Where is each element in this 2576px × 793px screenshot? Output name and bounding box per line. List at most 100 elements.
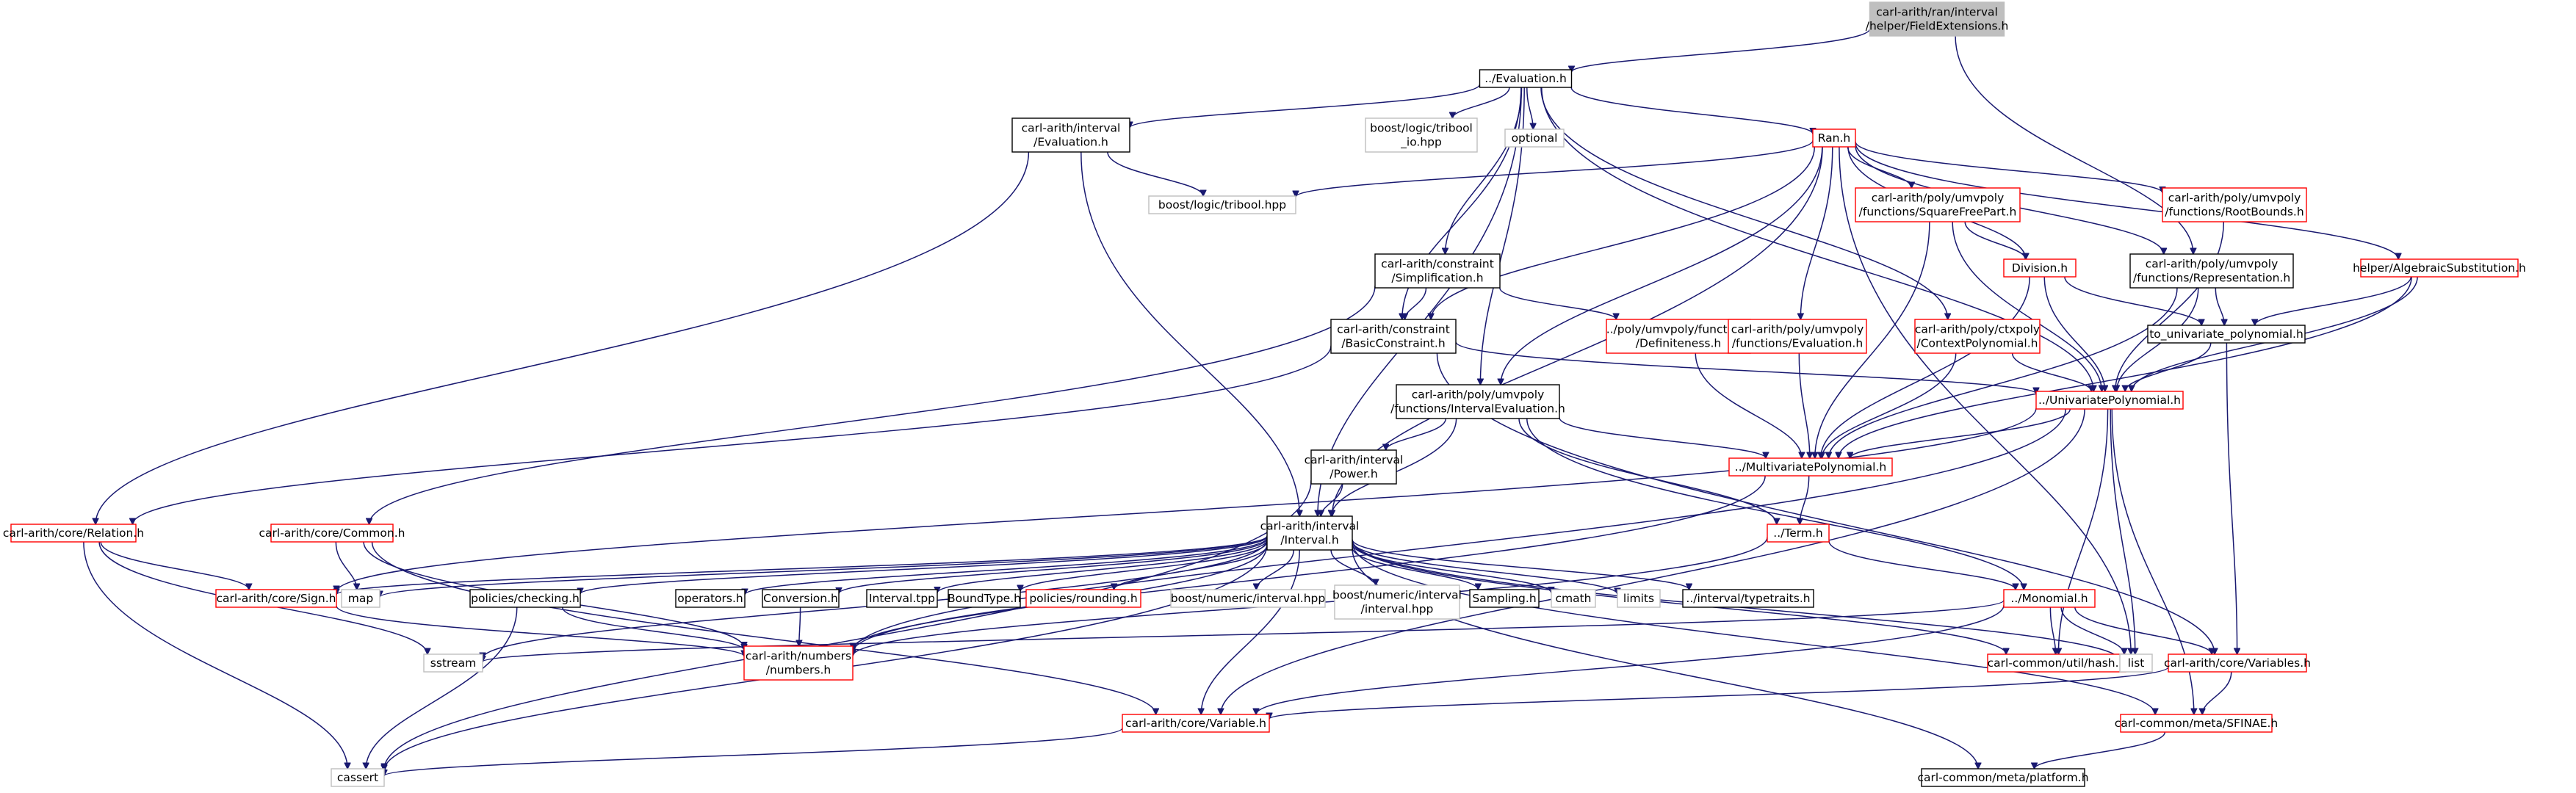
- edge-interval_evaluation-to-interval: [1080, 151, 1299, 516]
- node-box: [1479, 69, 1573, 88]
- node-label: boost/logic/tribool: [1370, 122, 1473, 135]
- node-map: map: [341, 589, 380, 608]
- node-algebraic-subst[interactable]: helper/AlgebraicSubstitution.h: [2353, 258, 2526, 278]
- node-to-univariate[interactable]: to_univariate_polynomial.h: [2147, 325, 2306, 344]
- edge-checking-to-numbers: [561, 606, 744, 651]
- node-common[interactable]: carl-arith/core/Common.h: [259, 524, 405, 543]
- node-sampling[interactable]: Sampling.h: [1469, 589, 1540, 608]
- node-univariate[interactable]: ../UnivariatePolynomial.h: [2035, 391, 2184, 410]
- node-division[interactable]: Division.h: [2003, 258, 2077, 278]
- node-label: ../interval/typetraits.h: [1686, 592, 1810, 605]
- node-label: ../Evaluation.h: [1484, 72, 1567, 85]
- node-ran[interactable]: Ran.h: [1812, 128, 1856, 148]
- edge-ran-to-poly_evaluation: [1800, 146, 1833, 319]
- node-interval-tpp[interactable]: Interval.tpp: [866, 589, 938, 608]
- node-term[interactable]: ../Term.h: [1767, 524, 1830, 543]
- node-label: cassert: [337, 771, 378, 784]
- node-box: [866, 589, 938, 608]
- node-box: [1921, 768, 2085, 787]
- node-label: carl-arith/core/Variable.h: [1125, 717, 1266, 730]
- node-label: Interval.tpp: [869, 592, 935, 605]
- edge-univariate-to-sfinae: [2111, 408, 2194, 714]
- node-box: [423, 653, 483, 673]
- node-label: /numbers.h: [766, 664, 831, 677]
- node-box: [1682, 589, 1814, 608]
- node-interval-evaluation[interactable]: carl-arith/interval/Evaluation.h: [1011, 117, 1130, 153]
- node-label: carl-arith/constraint: [1381, 258, 1494, 271]
- node-label: operators.h: [677, 592, 743, 605]
- node-variables[interactable]: carl-arith/core/Variables.h: [2164, 653, 2311, 673]
- node-label: /functions/Representation.h: [2133, 272, 2290, 285]
- node-power[interactable]: carl-arith/interval/Power.h: [1305, 449, 1404, 485]
- node-representation[interactable]: carl-arith/poly/umvpoly/functions/Repres…: [2129, 253, 2294, 289]
- node-monomial[interactable]: ../Monomial.h: [2003, 589, 2096, 608]
- edge-to_univariate-to-univariate: [2125, 342, 2212, 391]
- edge-basic_constraint-to-relation: [133, 345, 1332, 524]
- edge-relation-to-sign: [100, 541, 249, 590]
- edge-algebraic_subst-to-to_univariate: [2255, 276, 2412, 325]
- node-boost-interval: boost/numeric/interval.hpp: [1170, 589, 1326, 608]
- node-label: carl-common/meta/platform.h: [1917, 771, 2088, 784]
- node-multivariate[interactable]: ../MultivariatePolynomial.h: [1728, 457, 1893, 477]
- node-checking[interactable]: policies/checking.h: [469, 589, 581, 608]
- node-box: [1728, 457, 1893, 477]
- node-rounding[interactable]: policies/rounding.h: [1025, 589, 1141, 608]
- node-cmath: cmath: [1551, 589, 1596, 608]
- node-label: carl-arith/constraint: [1337, 323, 1450, 336]
- node-sign[interactable]: carl-arith/core/Sign.h: [215, 589, 337, 608]
- node-poly-evaluation[interactable]: carl-arith/poly/umvpoly/functions/Evalua…: [1728, 319, 1867, 354]
- edge-evaluation-to-ran: [1570, 87, 1813, 134]
- node-cassert: cassert: [331, 768, 385, 787]
- node-square-free[interactable]: carl-arith/poly/umvpoly/functions/Square…: [1855, 187, 2021, 222]
- node-box: [1122, 714, 1270, 733]
- edge-ran-to-root_bounds: [1855, 141, 2162, 194]
- node-label: /interval.hpp: [1361, 603, 1434, 616]
- node-operators[interactable]: operators.h: [675, 589, 746, 608]
- node-label: _io.hpp: [1400, 136, 1442, 150]
- edge-term-to-monomial: [1828, 540, 2016, 590]
- node-platform[interactable]: carl-common/meta/platform.h: [1917, 768, 2089, 787]
- node-basic-constraint[interactable]: carl-arith/constraint/BasicConstraint.h: [1330, 319, 1457, 354]
- node-box: [1767, 524, 1830, 543]
- node-boundtype[interactable]: BoundType.h: [948, 589, 1021, 608]
- node-relation[interactable]: carl-arith/core/Relation.h: [3, 524, 144, 543]
- node-boost-interval-interval: boost/numeric/interval/interval.hpp: [1332, 584, 1462, 620]
- edge-checking-to-cassert: [366, 606, 518, 769]
- node-label: policies/rounding.h: [1029, 592, 1137, 605]
- node-numbers[interactable]: carl-arith/numbers/numbers.h: [743, 645, 854, 681]
- edge-ran-to-tribool: [1296, 140, 1814, 198]
- node-tribool-io: boost/logic/tribool_io.hpp: [1365, 117, 1478, 153]
- edge-square_free-to-multivariate: [1815, 221, 1930, 458]
- node-simplification[interactable]: carl-arith/constraint/Simplification.h: [1374, 253, 1501, 289]
- node-typetraits[interactable]: ../interval/typetraits.h: [1682, 589, 1814, 608]
- node-evaluation[interactable]: ../Evaluation.h: [1479, 69, 1573, 88]
- node-label: carl-common/meta/SFINAE.h: [2115, 717, 2279, 730]
- node-conversion[interactable]: Conversion.h: [762, 589, 840, 608]
- node-interval-eval-fn[interactable]: carl-arith/poly/umvpoly/functions/Interv…: [1390, 384, 1565, 419]
- edge-interval-to-interval_tpp: [937, 540, 1268, 593]
- node-box: [743, 645, 854, 681]
- node-label: /helper/FieldExtensions.h: [1866, 20, 2009, 33]
- node-sfinae[interactable]: carl-common/meta/SFINAE.h: [2115, 714, 2279, 733]
- node-label: BoundType.h: [948, 592, 1021, 605]
- node-box: [1914, 319, 2041, 354]
- node-box: [1365, 117, 1478, 153]
- edge-representation-to-univariate: [2117, 287, 2199, 391]
- node-label: /Power.h: [1330, 468, 1377, 481]
- node-box: [270, 524, 394, 543]
- node-interval[interactable]: carl-arith/interval/Interval.h: [1260, 515, 1360, 551]
- node-box: [1170, 589, 1326, 608]
- node-variable[interactable]: carl-arith/core/Variable.h: [1122, 714, 1270, 733]
- edge-evaluation-to-optional: [1526, 87, 1533, 129]
- edge-algebraic_subst-to-multivariate: [1839, 276, 2412, 458]
- node-root-bounds[interactable]: carl-arith/poly/umvpoly/functions/RootBo…: [2162, 187, 2307, 222]
- node-box: [215, 589, 337, 608]
- node-root[interactable]: carl-arith/ran/interval/helper/FieldExte…: [1866, 1, 2009, 37]
- node-definiteness[interactable]: ../poly/umvpoly/functions/Definiteness.h: [1606, 319, 1751, 354]
- edge-interval_evaluation-to-relation: [95, 151, 1030, 524]
- node-label: ../Monomial.h: [2010, 592, 2088, 605]
- node-context-poly[interactable]: carl-arith/poly/ctxpoly/ContextPolynomia…: [1914, 319, 2041, 354]
- node-label: ../UnivariatePolynomial.h: [2038, 394, 2181, 407]
- node-hash[interactable]: carl-common/util/hash.h: [1987, 653, 2126, 673]
- node-box: [1025, 589, 1141, 608]
